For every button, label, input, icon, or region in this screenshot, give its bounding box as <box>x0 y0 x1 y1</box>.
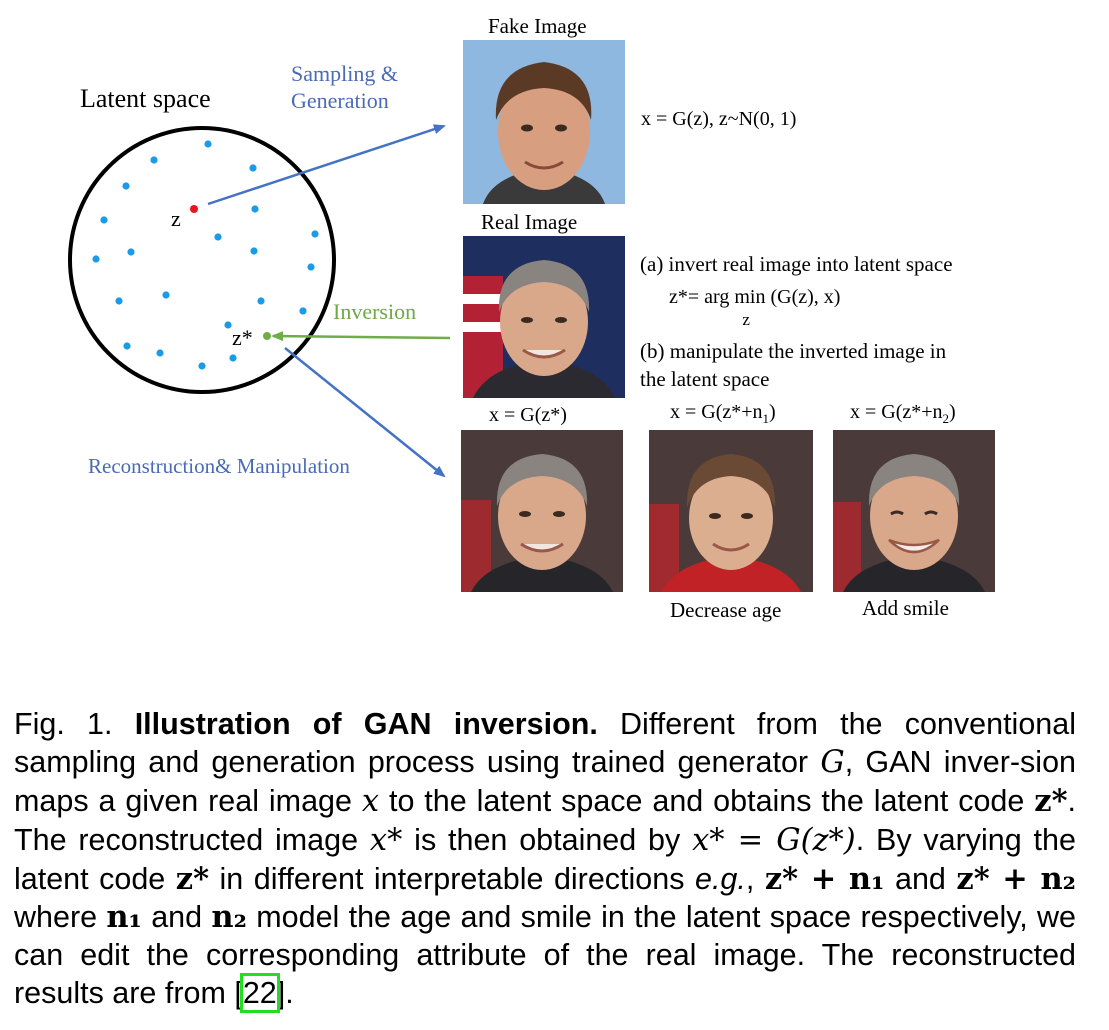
latent-space-label: Latent space <box>80 84 211 113</box>
reconstruction-arrow <box>284 347 446 478</box>
step-a-text: (a) invert real image into latent space <box>640 252 953 276</box>
sampling-label: Sampling & Generation <box>291 61 398 113</box>
caption-title: Illustration of GAN inversion. <box>134 707 598 741</box>
real-image-photo <box>463 236 625 398</box>
fake-image-title: Fake Image <box>488 14 587 38</box>
decrease-age-label: Decrease age <box>670 598 782 622</box>
zstar-label: z* <box>232 325 253 350</box>
latent-points <box>92 140 319 370</box>
figure-caption: Fig. 1. Illustration of GAN inversion. D… <box>14 707 1077 1013</box>
add-smile-label: Add smile <box>862 596 949 620</box>
zstar-point <box>263 332 271 340</box>
inversion-arrow <box>271 331 451 342</box>
fake-formula: x = G(z), z~N(0, 1) <box>641 108 797 130</box>
recon-formula-1: x = G(z*) <box>489 404 567 426</box>
inversion-label: Inversion <box>333 299 417 324</box>
reconstructed-image-photo <box>461 430 623 592</box>
sampling-arrow <box>207 124 446 206</box>
step-b-text: (b) manipulate the inverted image in the… <box>640 339 947 391</box>
add-smile-photo <box>833 430 995 592</box>
recon-formula-2: x = G(z*+n1) <box>670 401 776 426</box>
reconstruction-label: Reconstruction& Manipulation <box>88 454 350 478</box>
z-label: z <box>171 206 181 231</box>
figure-number: Fig. 1. <box>14 707 113 741</box>
latent-space-diagram <box>68 124 451 478</box>
decrease-age-photo <box>649 430 813 592</box>
citation-link[interactable]: 22 <box>239 973 280 1013</box>
z-point <box>190 205 198 213</box>
latent-space-circle <box>68 126 336 394</box>
recon-formula-3: x = G(z*+n2) <box>850 401 956 426</box>
real-image-title: Real Image <box>481 210 578 234</box>
fake-image-photo <box>463 40 625 204</box>
